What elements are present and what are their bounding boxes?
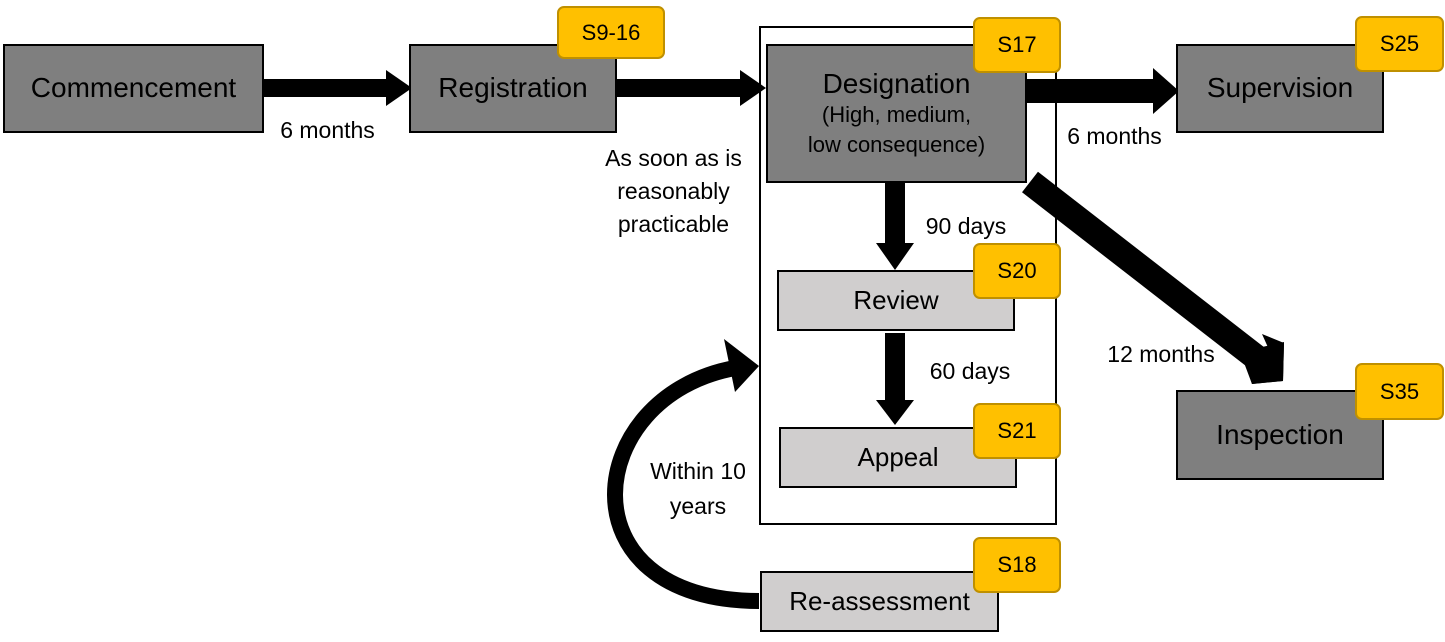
node-registration[interactable]: Registration [409,44,617,133]
badge-inspection: S35 [1355,363,1444,420]
label-registration-to-designation-1: As soon as is [605,145,742,171]
node-review-label: Review [853,284,939,315]
node-review[interactable]: Review [777,270,1015,331]
label-review-to-appeal: 60 days [929,358,1011,384]
badge-appeal: S21 [973,403,1061,459]
node-registration-label: Registration [438,72,588,104]
node-inspection[interactable]: Inspection [1176,390,1384,480]
node-appeal-label: Appeal [857,441,939,472]
arrow-registration-to-designation [616,70,766,106]
label-reassessment-to-designation-1: Within 10 [650,458,746,484]
node-commencement[interactable]: Commencement [3,44,264,133]
label-registration-to-designation-2: reasonably [617,178,730,204]
arrow-reassessment-to-designation [607,339,760,609]
badge-designation: S17 [973,17,1061,73]
arrow-designation-to-review [876,183,914,270]
badge-review: S20 [973,243,1061,299]
arrow-designation-to-inspection [1022,171,1284,384]
label-commencement-to-registration: 6 months [280,117,375,143]
arrow-review-to-appeal [876,333,914,425]
label-designation-to-supervision: 6 months [1067,123,1162,149]
node-supervision[interactable]: Supervision [1176,44,1384,133]
node-reassessment-label: Re-assessment [789,585,970,616]
node-commencement-label: Commencement [30,72,237,104]
badge-supervision: S25 [1355,16,1444,72]
node-reassessment[interactable]: Re-assessment [760,571,999,632]
label-designation-to-inspection: 12 months [1107,341,1215,367]
node-designation-label: Designation [822,67,971,99]
label-registration-to-designation-3: practicable [617,211,730,237]
badge-registration: S9-16 [557,6,665,59]
node-supervision-label: Supervision [1206,72,1354,104]
node-inspection-label: Inspection [1216,418,1344,450]
arrow-designation-to-supervision [1026,68,1179,114]
node-designation-sub-2: low consequence) [807,131,986,157]
arrow-commencement-to-registration [263,70,412,106]
node-designation-sub-1: (High, medium, [821,101,972,127]
label-designation-to-review: 90 days [925,213,1007,239]
label-reassessment-to-designation-2: years [669,493,727,519]
badge-reassessment: S18 [973,537,1061,593]
